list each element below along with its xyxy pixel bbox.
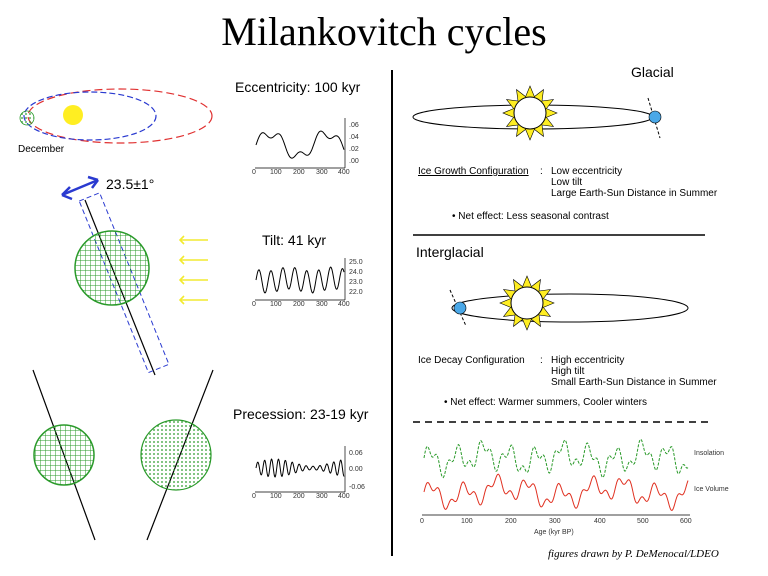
earth-dots-icon	[140, 419, 212, 491]
ice-decay-line: High eccentricity	[551, 355, 625, 366]
bottom-tick-x: 300	[549, 518, 561, 525]
ice-decay-heading: Ice Decay Configuration	[418, 355, 525, 366]
prec-tick-x: 100	[270, 493, 282, 500]
prec-tick-y: 0.06	[349, 450, 363, 457]
ice-volume-series	[423, 473, 689, 511]
tilt-chart	[255, 258, 346, 301]
sun-glacial-icon	[513, 96, 547, 130]
precession-series	[255, 458, 345, 478]
prec-tick-y: 0.00	[349, 466, 363, 473]
bottom-tick-x: 200	[505, 518, 517, 525]
precession-chart	[255, 446, 346, 493]
ecc-tick-x: 200	[293, 169, 305, 176]
sunlight-arrows	[178, 235, 208, 305]
ecc-tick-y: .04	[349, 134, 359, 141]
bottom-tick-x: 600	[680, 518, 692, 525]
tilt-angle-label: 23.5±1°	[106, 176, 155, 192]
earth-grid-icon	[74, 230, 150, 306]
tilt-arrow	[61, 178, 99, 197]
interglacial-net-effect: • Net effect: Warmer summers, Cooler win…	[444, 397, 647, 408]
ecc-tick-y: .06	[349, 122, 359, 129]
tilt-tick-y: 25.0	[349, 259, 363, 266]
ecc-tick-x: 400	[338, 169, 350, 176]
orbit-blue-ellipse	[23, 91, 157, 141]
orbit-red-ellipse	[27, 88, 213, 144]
ice-decay-line: High tilt	[551, 366, 585, 377]
prec-tick-x: 400	[338, 493, 350, 500]
glacial-orbit	[412, 85, 662, 141]
credit-text: figures drawn by P. DeMenocal/LDEO	[548, 548, 719, 560]
page-title: Milankovitch cycles	[221, 9, 547, 54]
tilt-tick-x: 0	[252, 301, 256, 308]
ecc-tick-x: 0	[252, 169, 256, 176]
tilt-tick-y: 23.0	[349, 279, 363, 286]
ecc-tick-x: 300	[316, 169, 328, 176]
bottom-xlabel: Age (kyr BP)	[534, 529, 574, 536]
bottom-tick-x: 100	[461, 518, 473, 525]
tilted-earth-group	[61, 175, 208, 376]
prec-tick-x: 0	[252, 493, 256, 500]
eccentricity-series	[255, 130, 345, 159]
tilt-series	[255, 266, 345, 294]
bottom-right-chart	[422, 438, 690, 516]
precession-earths	[32, 369, 214, 541]
ice-growth-line: Large Earth-Sun Distance in Summer	[551, 188, 718, 199]
earth-glacial-icon	[648, 110, 662, 124]
left-orbit-diagram	[19, 88, 213, 144]
prec-tick-x: 200	[293, 493, 305, 500]
bottom-tick-x: 0	[420, 518, 424, 525]
december-label: December	[18, 144, 65, 155]
precession-title: Precession: 23-19 kyr	[233, 406, 369, 422]
ice-growth-line: Low tilt	[551, 177, 583, 188]
tilt-tick-y: 22.0	[349, 289, 363, 296]
insolation-series	[423, 438, 689, 479]
tilt-tick-y: 24.0	[349, 269, 363, 276]
prec-tick-y: -0.06	[349, 484, 365, 491]
eccentricity-title: Eccentricity: 100 kyr	[235, 79, 361, 95]
sun-interglacial-icon	[510, 286, 544, 320]
earth-grid-icon-2	[33, 424, 95, 486]
interglacial-orbit	[449, 275, 689, 331]
bottom-tick-x: 400	[594, 518, 606, 525]
prec-tick-x: 300	[316, 493, 328, 500]
earth-interglacial-icon	[453, 301, 467, 315]
ice-volume-label: Ice Volume	[694, 486, 729, 493]
insolation-label: Insolation	[694, 450, 724, 457]
tilt-tick-x: 400	[338, 301, 350, 308]
bottom-tick-x: 500	[637, 518, 649, 525]
tilt-title: Tilt: 41 kyr	[262, 232, 327, 248]
ice-decay-line: Small Earth-Sun Distance in Summer	[551, 377, 717, 388]
ecc-tick-y: .00	[349, 158, 359, 165]
glacial-label: Glacial	[631, 64, 674, 80]
ecc-tick-x: 100	[270, 169, 282, 176]
eccentricity-chart	[255, 118, 346, 169]
tilt-tick-x: 100	[270, 301, 282, 308]
ecc-tick-y: .02	[349, 146, 359, 153]
ice-growth-line: Low eccentricity	[551, 166, 623, 177]
interglacial-label: Interglacial	[416, 244, 484, 260]
ice-growth-heading: Ice Growth Configuration	[418, 166, 529, 177]
earth-small-icon	[19, 110, 35, 126]
tilt-tick-x: 300	[316, 301, 328, 308]
sun-icon	[63, 105, 83, 125]
glacial-net-effect: • Net effect: Less seasonal contrast	[452, 211, 609, 222]
tilt-tick-x: 200	[293, 301, 305, 308]
